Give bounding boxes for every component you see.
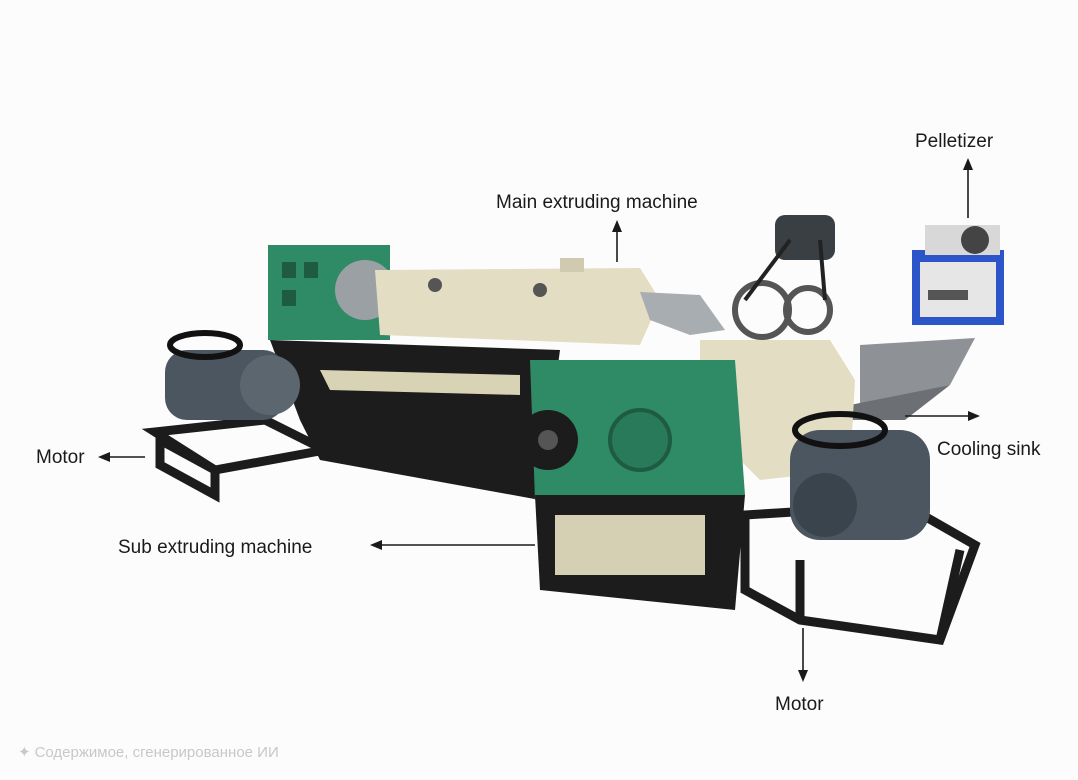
belt-drive xyxy=(732,215,835,340)
label-pelletizer: Pelletizer xyxy=(915,131,994,152)
right-motor xyxy=(790,411,930,540)
label-motor-left: Motor xyxy=(36,447,85,468)
sub-gearbox xyxy=(518,360,745,500)
ai-watermark: ✦Содержимое, сгенерированное ИИ xyxy=(18,743,279,761)
left-motor-stand xyxy=(141,415,340,503)
main-gearbox xyxy=(268,245,395,340)
label-motor-bottom: Motor xyxy=(775,694,824,715)
sparkle-icon: ✦ xyxy=(18,744,31,761)
pelletizer-machine xyxy=(912,225,1004,325)
main-base-frame xyxy=(270,340,560,500)
main-extruder-barrel xyxy=(375,258,725,345)
sub-base-frame xyxy=(535,495,745,610)
watermark-text: Содержимое, сгенерированное ИИ xyxy=(34,744,279,761)
callout-arrows xyxy=(98,158,980,682)
label-cooling-sink: Cooling sink xyxy=(937,439,1041,460)
label-main-extruding-machine: Main extruding machine xyxy=(496,192,698,213)
label-sub-extruding-machine: Sub extruding machine xyxy=(118,537,313,558)
cooling-sink xyxy=(860,338,975,405)
left-motor xyxy=(165,330,300,420)
